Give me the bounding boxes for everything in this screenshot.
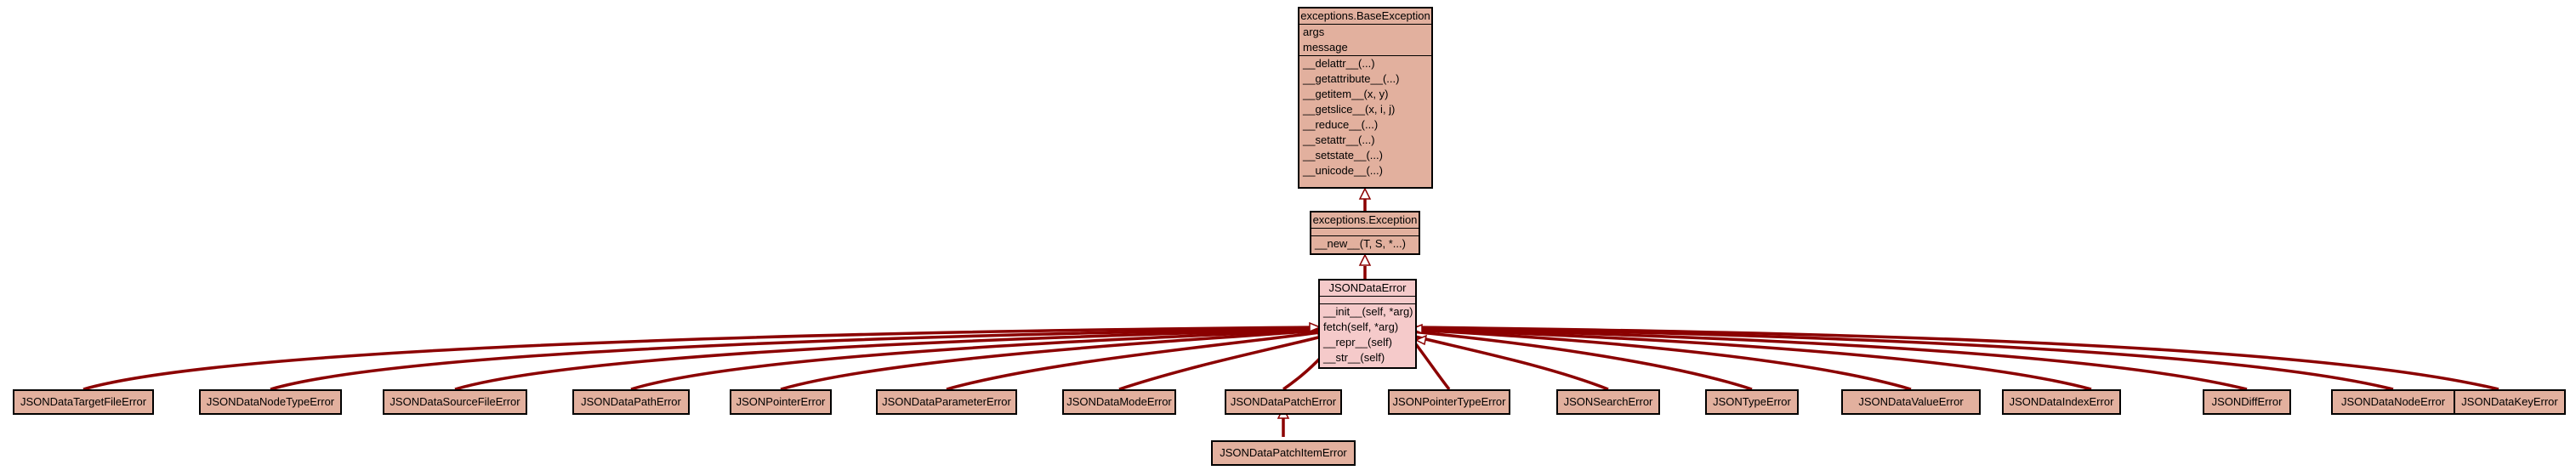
arrowhead-exception — [1358, 253, 1372, 266]
class-jsondatakeyerror[interactable]: JSONDataKeyError — [2454, 389, 2566, 415]
edge-pointer — [780, 329, 1321, 391]
edge-path — [630, 328, 1321, 391]
arrowhead-jsondataerror-midright — [1414, 334, 1428, 346]
edge-type — [1411, 330, 1753, 391]
class-jsondatapatchitemerror[interactable]: JSONDataPatchItemError — [1211, 440, 1356, 466]
edge-key — [1411, 326, 2499, 391]
edge-sourcefile — [454, 327, 1321, 391]
edge-nodetype — [270, 326, 1321, 391]
class-jsondatapatherror[interactable]: JSONDataPathError — [572, 389, 690, 415]
class-jsonsearcherror[interactable]: JSONSearchError — [1556, 389, 1660, 415]
class-jsonpointererror[interactable]: JSONPointerError — [730, 389, 832, 415]
method-item: __delattr__(...) — [1303, 57, 1375, 70]
class-jsondatanodeerror[interactable]: JSONDataNodeError — [2331, 389, 2455, 415]
class-jsondataparametererror[interactable]: JSONDataParameterError — [876, 389, 1017, 415]
class-jsondataerror-methods: __init__(self, *arg) fetch(self, *arg) _… — [1320, 304, 1415, 366]
class-jsondatatargetfileerror[interactable]: JSONDataTargetFileError — [13, 389, 154, 415]
class-base-exception[interactable]: exceptions.BaseException args message __… — [1298, 7, 1433, 189]
method-item: __getattribute__(...) — [1303, 72, 1400, 85]
class-jsondifferror[interactable]: JSONDiffError — [2203, 389, 2291, 415]
class-jsonpointertypeerror[interactable]: JSONPointerTypeError — [1388, 389, 1510, 415]
edge-parameter — [946, 331, 1321, 391]
class-exception[interactable]: exceptions.Exception __new__(T, S, *...) — [1310, 211, 1420, 255]
edge-value — [1411, 328, 1912, 391]
class-base-exception-attributes: args message — [1299, 25, 1431, 56]
arrowhead-jsondataerror-left — [1309, 321, 1322, 333]
class-jsontypeerror[interactable]: JSONTypeError — [1705, 389, 1799, 415]
method-item: __repr__(self) — [1323, 336, 1392, 348]
edge-diff — [1411, 326, 2248, 391]
class-jsondataerror-attributes — [1320, 297, 1415, 304]
method-item: __new__(T, S, *...) — [1315, 237, 1406, 250]
class-jsondataerror[interactable]: JSONDataError __init__(self, *arg) fetch… — [1318, 279, 1417, 369]
edge-index — [1411, 327, 2092, 391]
attribute-item: message — [1303, 41, 1348, 54]
class-exception-methods: __new__(T, S, *...) — [1311, 236, 1419, 252]
arrowhead-baseexception — [1358, 187, 1372, 200]
class-jsondatapatcherror[interactable]: JSONDataPatchError — [1225, 389, 1342, 415]
class-jsondataindexerror[interactable]: JSONDataIndexError — [2002, 389, 2121, 415]
method-item: __init__(self, *arg) — [1323, 305, 1413, 318]
method-item: __setattr__(...) — [1303, 133, 1375, 146]
edge-search — [1411, 334, 1609, 391]
class-jsondataerror-title: JSONDataError — [1320, 280, 1415, 297]
method-item: fetch(self, *arg) — [1323, 320, 1399, 333]
edge-pointertype — [1414, 343, 1451, 391]
method-item: __getitem__(x, y) — [1303, 88, 1389, 100]
method-item: __reduce__(...) — [1303, 118, 1379, 131]
attribute-item: args — [1303, 26, 1325, 38]
class-exception-title: exceptions.Exception — [1311, 212, 1419, 229]
class-jsondatavalueerror[interactable]: JSONDataValueError — [1841, 389, 1981, 415]
class-jsondatanodetypeerror[interactable]: JSONDataNodeTypeError — [199, 389, 342, 415]
edge-targetfile — [82, 326, 1321, 391]
edge-mode — [1118, 334, 1326, 391]
arrowhead-jsondataerror-right — [1410, 323, 1423, 335]
class-jsondatasourcefileerror[interactable]: JSONDataSourceFileError — [383, 389, 527, 415]
class-base-exception-methods: __delattr__(...) __getattribute__(...) _… — [1299, 56, 1431, 178]
class-jsondatamodeerror[interactable]: JSONDataModeError — [1062, 389, 1176, 415]
class-exception-attributes — [1311, 229, 1419, 236]
method-item: __str__(self) — [1323, 351, 1385, 364]
method-item: __unicode__(...) — [1303, 164, 1383, 177]
class-base-exception-title: exceptions.BaseException — [1299, 8, 1431, 25]
method-item: __getslice__(x, i, j) — [1303, 103, 1396, 116]
method-item: __setstate__(...) — [1303, 149, 1383, 162]
